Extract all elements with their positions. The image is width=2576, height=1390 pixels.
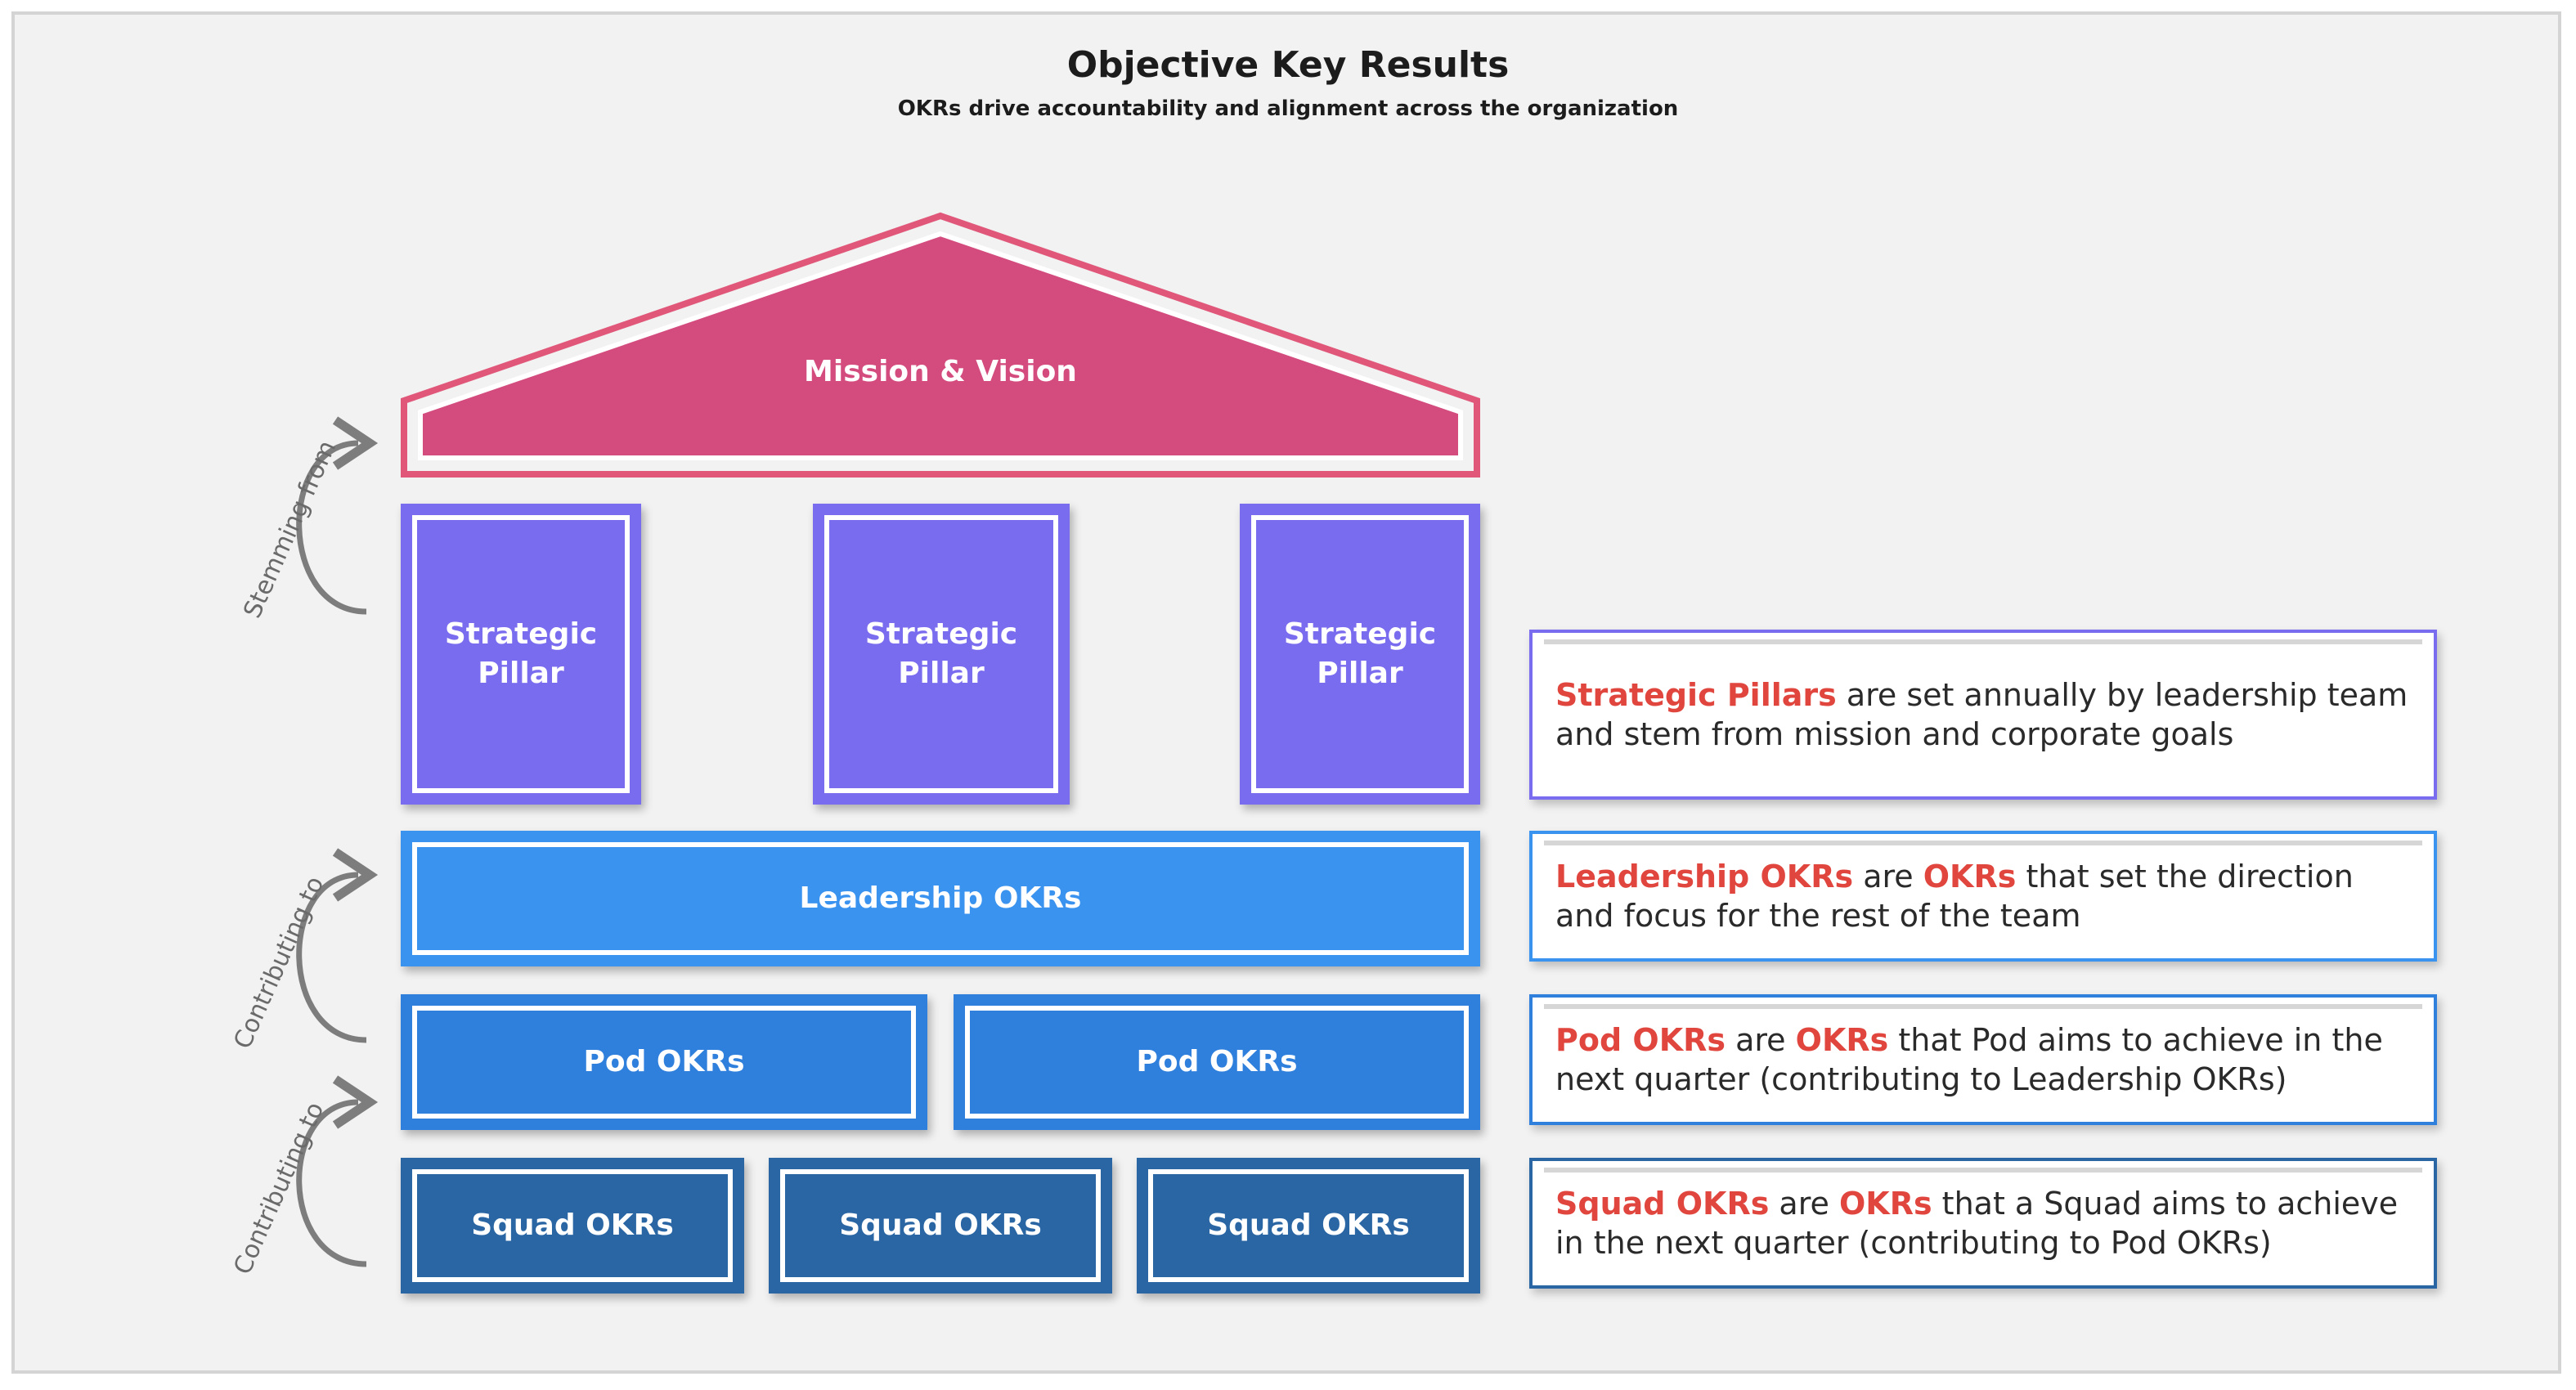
squad-okrs-box-3: Squad OKRs [1137,1158,1480,1294]
pillar-1-line2: Pillar [478,657,564,690]
pillar-1-line1: Strategic [444,617,598,651]
note-leadership-mid: are [1853,859,1923,895]
note-squad-highlight: Squad OKRs [1555,1186,1770,1222]
note-pillars-line1: are set annually by leadership team [1836,677,2408,713]
note-pod-line2: next quarter (contributing to Leadership… [1555,1061,2287,1097]
leadership-okrs-label: Leadership OKRs [799,881,1082,915]
note-leadership-highlight2: OKRs [1923,859,2017,895]
note-pillars-highlight: Strategic Pillars [1555,677,1837,713]
note-squad-okrs: Squad OKRs are OKRs that a Squad aims to… [1529,1158,2437,1289]
mission-vision-label: Mission & Vision [804,355,1077,388]
note-squad-highlight2: OKRs [1838,1186,1932,1222]
note-leadership-line2: and focus for the rest of the team [1555,898,2081,934]
mission-vision-roof [401,212,1480,478]
squad-okrs-label-3: Squad OKRs [1207,1208,1410,1242]
contributing-arrow-2-icon [296,1075,379,1267]
pod-okrs-label-2: Pod OKRs [1136,1045,1298,1078]
pillar-3-line1: Strategic [1283,617,1437,651]
note-leadership-highlight: Leadership OKRs [1555,859,1854,895]
pillar-2-line2: Pillar [898,657,985,690]
contributing-arrow-1-icon [296,848,379,1043]
note-squad-line1: that a Squad aims to achieve [1932,1186,2399,1222]
note-pod-highlight2: OKRs [1795,1022,1889,1058]
note-pod-highlight: Pod OKRs [1555,1022,1726,1058]
note-pod-mid: are [1726,1022,1796,1058]
pod-okrs-box-2: Pod OKRs [954,994,1480,1130]
note-leadership-line1: that set the direction [2016,859,2354,895]
squad-okrs-label-1: Squad OKRs [471,1208,674,1242]
pod-okrs-box-1: Pod OKRs [401,994,927,1130]
note-squad-mid: are [1769,1186,1839,1222]
pillar-3-line2: Pillar [1317,657,1403,690]
note-pod-line1: that Pod aims to achieve in the [1888,1022,2383,1058]
stemming-arrow-icon [296,416,379,615]
pod-okrs-label-1: Pod OKRs [583,1045,745,1078]
page-subtitle: OKRs drive accountability and alignment … [897,96,1679,121]
note-squad-line2: in the next quarter (contributing to Pod… [1555,1225,2272,1261]
squad-okrs-box-2: Squad OKRs [769,1158,1112,1294]
page-title: Objective Key Results [1066,44,1510,86]
leadership-okrs-bar: Leadership OKRs [401,831,1480,966]
squad-okrs-label-2: Squad OKRs [839,1208,1042,1242]
note-pillars-line2: and stem from mission and corporate goal… [1555,716,2234,752]
note-leadership-okrs: Leadership OKRs are OKRs that set the di… [1529,831,2437,962]
pillar-2-line1: Strategic [864,617,1018,651]
note-strategic-pillars: Strategic Pillars are set annually by le… [1529,630,2437,800]
flow-arrows [296,416,379,1267]
note-pod-okrs: Pod OKRs are OKRs that Pod aims to achie… [1529,994,2437,1125]
squad-okrs-box-1: Squad OKRs [401,1158,744,1294]
